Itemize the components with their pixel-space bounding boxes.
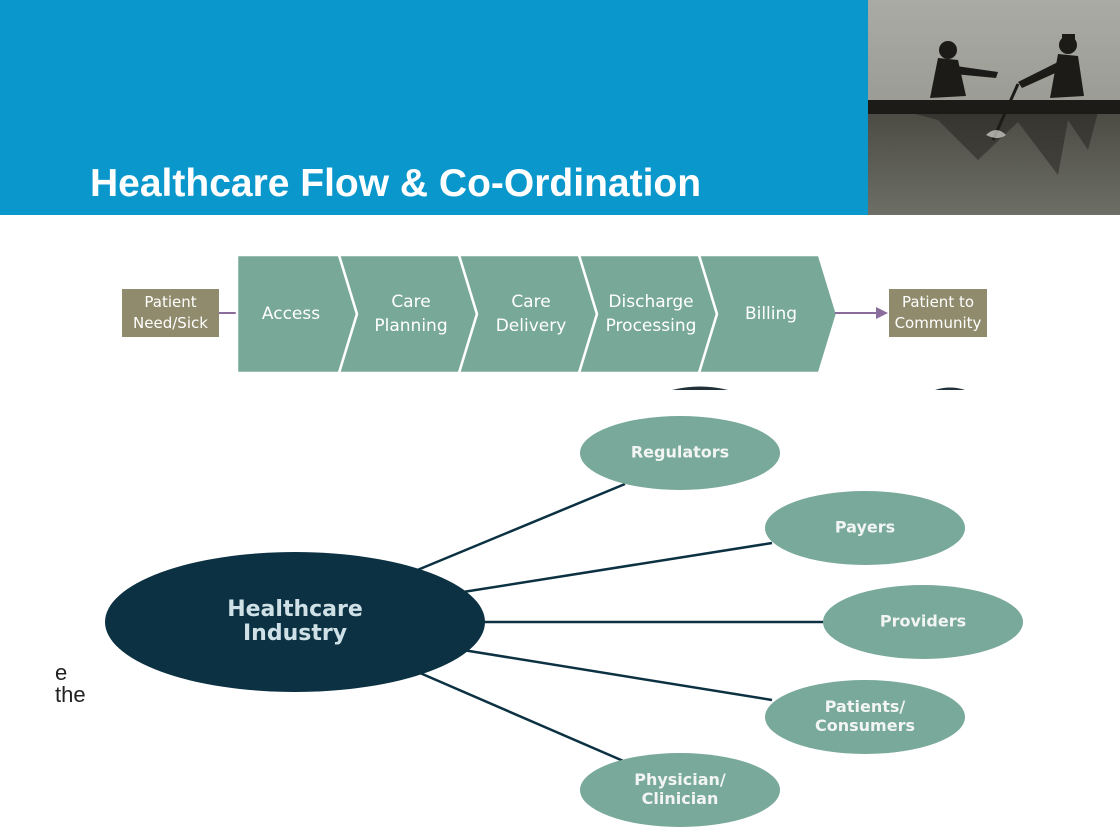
decorative-mark bbox=[935, 387, 965, 390]
hub-center-label: Healthcare bbox=[227, 597, 363, 622]
spoke-lines bbox=[414, 482, 824, 765]
stakeholder-node bbox=[765, 680, 965, 754]
flow-step-label: Processing bbox=[606, 316, 697, 336]
flow-step-chevron bbox=[337, 253, 479, 375]
flow-step-chevron bbox=[697, 253, 839, 375]
stakeholder-label: Consumers bbox=[815, 716, 915, 735]
start-box-label: Patient bbox=[144, 293, 196, 311]
flow-step-label: Care bbox=[511, 292, 550, 312]
start-box-label: Need/Sick bbox=[133, 314, 208, 332]
rowers-photo bbox=[868, 0, 1120, 215]
page-title: Healthcare Flow & Co-Ordination bbox=[90, 162, 702, 205]
end-box bbox=[889, 289, 987, 337]
spoke-line bbox=[414, 482, 626, 573]
stakeholder-node bbox=[580, 753, 780, 827]
stakeholder-label: Patients/ bbox=[825, 697, 906, 716]
flow-step-label: Delivery bbox=[496, 316, 567, 336]
end-box-label: Community bbox=[895, 314, 982, 332]
hub-center-label: Industry bbox=[243, 621, 347, 646]
hub-center bbox=[105, 552, 485, 692]
stakeholder-node bbox=[580, 416, 780, 490]
stakeholder-label: Payers bbox=[835, 518, 895, 537]
flow-step-label: Discharge bbox=[608, 292, 693, 312]
stakeholder-label: Regulators bbox=[631, 443, 729, 462]
flow-step-label: Access bbox=[262, 304, 320, 324]
flow-step-label: Billing bbox=[745, 304, 797, 324]
text-fragment: the bbox=[55, 682, 86, 707]
spoke-line bbox=[462, 541, 773, 594]
stakeholder-label: Physician/ bbox=[634, 770, 726, 789]
title-banner: Healthcare Flow & Co-Ordination bbox=[0, 0, 868, 215]
stakeholder-node bbox=[765, 491, 965, 565]
end-box-label: Patient to bbox=[902, 293, 974, 311]
stakeholder-label: Providers bbox=[880, 612, 966, 631]
flow-step-chevron bbox=[457, 253, 599, 375]
decorative-mark bbox=[672, 386, 728, 390]
spoke-line bbox=[419, 671, 629, 765]
text-fragment: e bbox=[55, 660, 68, 685]
stakeholder-node bbox=[823, 585, 1023, 659]
arrowhead-icon bbox=[876, 307, 888, 319]
start-box bbox=[122, 289, 219, 337]
flow-step-label: Care bbox=[391, 292, 430, 312]
stakeholder-label: Clinician bbox=[642, 789, 719, 808]
spoke-line bbox=[462, 648, 773, 702]
flow-step-chevron bbox=[577, 253, 719, 375]
flow-step-label: Planning bbox=[374, 316, 447, 336]
